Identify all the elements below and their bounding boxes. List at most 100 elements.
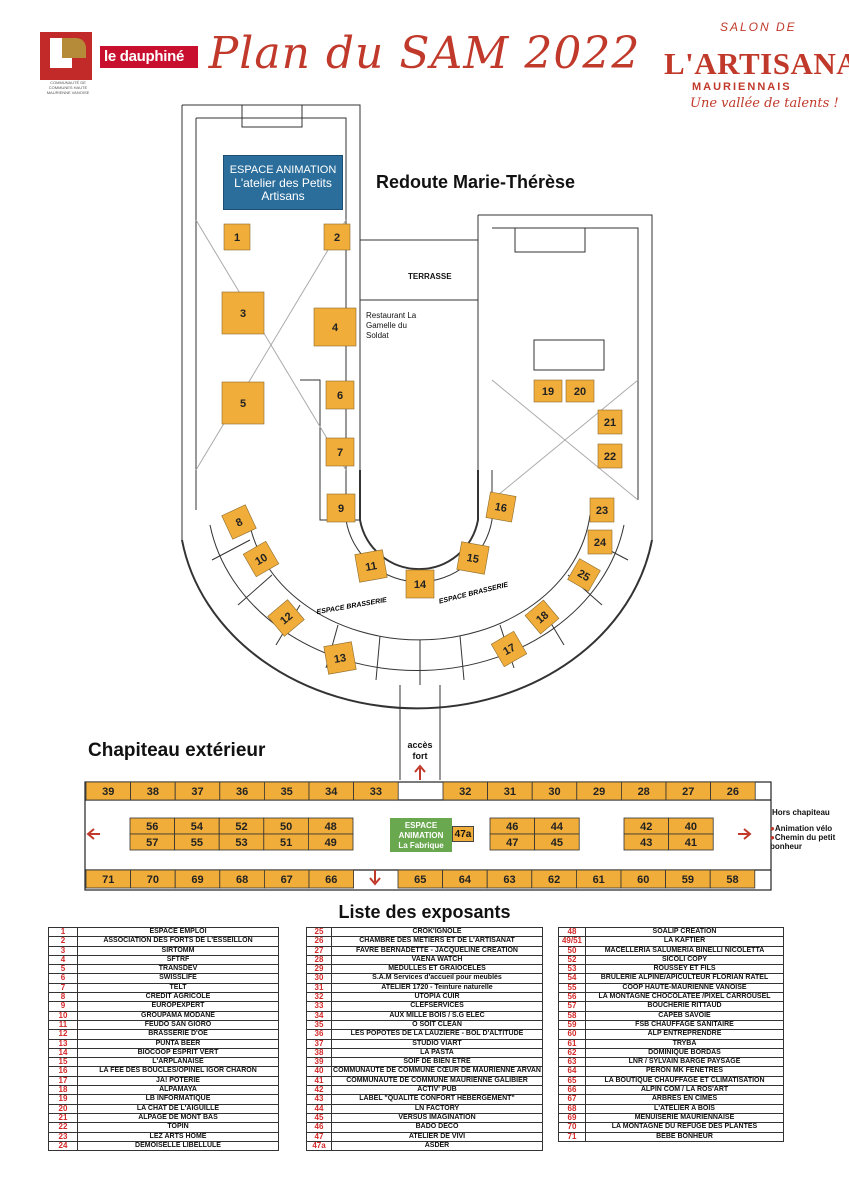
exposant-name: CAPEB SAVOIE xyxy=(585,1010,784,1021)
chapiteau-stand-27: 27 xyxy=(665,781,711,801)
svg-text:17: 17 xyxy=(501,642,518,659)
exposant-number: 48 xyxy=(558,926,586,938)
svg-text:35: 35 xyxy=(281,786,293,798)
ccmv-logo-caption: COMMUNAUTÉ DE COMMUNES HAUTE MAURIENNE V… xyxy=(46,80,90,95)
exposant-name: LA FÉE DES BOUCLES/OPINEL IGOR CHARON xyxy=(77,1066,279,1077)
chapiteau-stand-36: 36 xyxy=(219,781,265,801)
svg-text:27: 27 xyxy=(682,786,694,798)
exposant-name: CREDIT AGRICOLE xyxy=(77,992,279,1003)
svg-text:11: 11 xyxy=(364,560,378,574)
exposant-name: STUDIO VIART xyxy=(331,1038,543,1049)
exposant-name: ALPIN COM / LA ROS'ART xyxy=(585,1085,784,1096)
exposant-name: BRÛLERIE ALPINE/APICULTEUR FLORIAN RATEL xyxy=(585,973,784,984)
exposant-name: DOMINIQUE BORDAS xyxy=(585,1047,784,1059)
chapiteau-stand-37: 37 xyxy=(174,781,221,801)
exposant-number: 8 xyxy=(48,992,78,1003)
exposant-number: 47 xyxy=(306,1131,332,1142)
exposant-number: 23 xyxy=(48,1131,78,1142)
exposant-number: 65 xyxy=(558,1075,586,1087)
exposant-name: UTOPIA CUIR xyxy=(331,992,543,1003)
brand-tagline: Une vallée de talents ! xyxy=(690,96,839,111)
exposant-name: O SOIT CLEAN xyxy=(331,1019,543,1031)
exposant-number: 14 xyxy=(48,1047,78,1059)
exposant-number: 60 xyxy=(558,1029,586,1040)
svg-text:43: 43 xyxy=(640,837,652,849)
stand-7: 7 xyxy=(325,437,355,467)
exposant-number: 18 xyxy=(48,1085,78,1096)
stand-24: 24 xyxy=(587,529,613,555)
fabrique-title: ESPACE ANIMATION xyxy=(398,821,444,840)
chapiteau-stand-47: 47 xyxy=(489,833,535,851)
brand-title: L'ARTISANAT xyxy=(664,46,849,81)
exposant-name: LES POPOTES DE LA LAUZIÈRE - BOL D'ALTIT… xyxy=(331,1029,543,1040)
stand-19: 19 xyxy=(533,379,563,403)
svg-text:26: 26 xyxy=(727,786,739,798)
chapiteau-title: Chapiteau extérieur xyxy=(88,740,266,761)
svg-text:57: 57 xyxy=(146,837,158,849)
svg-text:6: 6 xyxy=(337,390,343,402)
exposant-number: 35 xyxy=(306,1019,332,1031)
chapiteau-stand-71: 71 xyxy=(85,869,131,889)
hors-chapiteau-list: ●Animation vélo ●Chemin du petit bonheur xyxy=(770,824,846,851)
svg-text:22: 22 xyxy=(604,451,616,463)
exposant-number: 42 xyxy=(306,1085,332,1096)
svg-text:47: 47 xyxy=(506,837,518,849)
svg-text:67: 67 xyxy=(281,874,293,886)
exposant-name: BADO DECO xyxy=(331,1122,543,1133)
exposant-name: VERSUS IMAGINATION xyxy=(331,1112,543,1124)
svg-text:20: 20 xyxy=(574,386,586,398)
brand-subtitle: MAURIENNAIS xyxy=(692,81,792,93)
exposant-number: 27 xyxy=(306,945,332,956)
arrow-right-icon xyxy=(738,828,752,840)
chapiteau-stand-49: 49 xyxy=(307,833,354,851)
brasserie-label-right: ESPACE BRASSERIE xyxy=(438,581,509,605)
chapiteau-stand-44: 44 xyxy=(534,817,580,835)
stand-20: 20 xyxy=(565,379,595,403)
exposant-name: LA MONTAGNE DU REFUGE DES PLANTES xyxy=(585,1122,784,1133)
exposant-name: FSB CHAUFFAGE SANITAIRE xyxy=(585,1019,784,1031)
exposant-name: DEMOISELLE LIBELLULE xyxy=(77,1140,279,1152)
exposant-number: 33 xyxy=(306,1001,332,1012)
chapiteau-stand-55: 55 xyxy=(174,833,220,851)
svg-text:33: 33 xyxy=(370,786,382,798)
espace-animation-title: ESPACE ANIMATION xyxy=(229,164,337,176)
exposant-number: 47a xyxy=(306,1140,332,1152)
svg-text:34: 34 xyxy=(325,786,338,798)
exposant-number: 19 xyxy=(48,1094,78,1105)
exposant-number: 30 xyxy=(306,973,332,984)
stand-15: 15 xyxy=(456,541,490,575)
svg-text:21: 21 xyxy=(604,417,616,429)
exposant-number: 3 xyxy=(48,945,78,956)
stand-22: 22 xyxy=(597,443,623,469)
exposant-number: 56 xyxy=(558,992,586,1003)
svg-text:1: 1 xyxy=(234,232,240,244)
svg-text:44: 44 xyxy=(551,821,564,833)
chapiteau-stand-48: 48 xyxy=(307,817,354,835)
svg-text:9: 9 xyxy=(338,503,344,515)
exposant-name: COMMUNAUTE DE COMMUNE MAURIENNE GALIBIER xyxy=(331,1075,543,1087)
arrow-up-icon xyxy=(414,764,426,780)
espace-animation-subtitle: L'atelier des Petits Artisans xyxy=(234,176,332,203)
exposant-number: 71 xyxy=(558,1131,586,1142)
svg-text:63: 63 xyxy=(503,874,515,886)
exposant-name: ESPACE EMPLOI xyxy=(77,926,279,938)
exposant-name: JA! POTERIE xyxy=(77,1075,279,1087)
exposant-name: FEUDO SAN GIORO xyxy=(77,1019,279,1031)
chapiteau-stand-58: 58 xyxy=(709,869,756,889)
